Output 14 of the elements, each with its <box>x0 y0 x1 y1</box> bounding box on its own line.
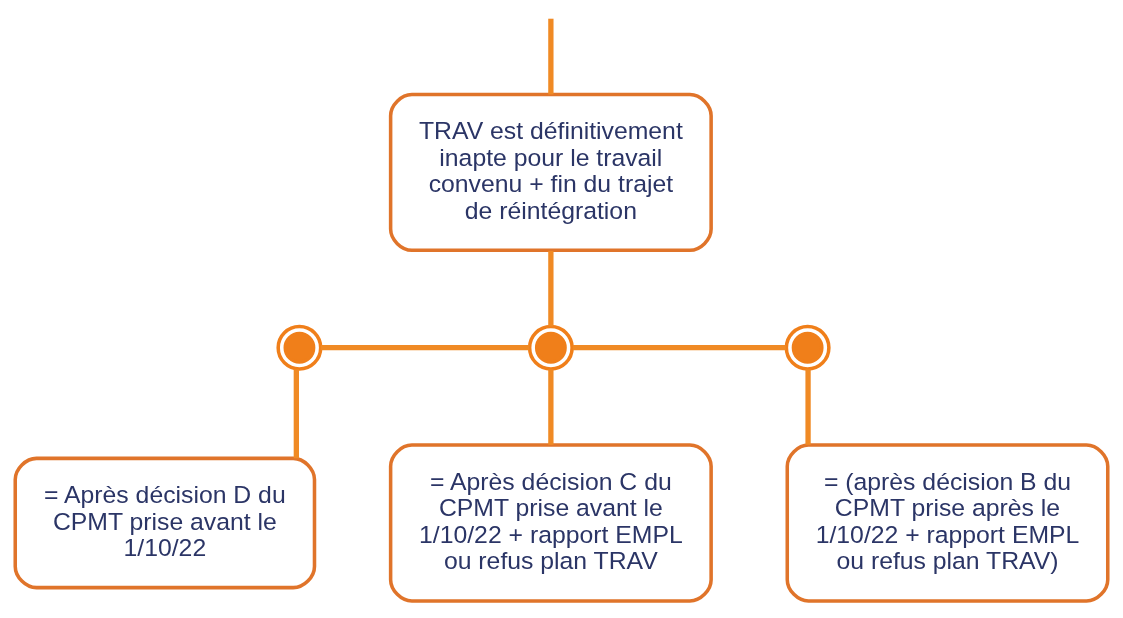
node-circle <box>784 324 831 371</box>
node-circle <box>527 324 574 371</box>
connector <box>548 369 554 445</box>
node-box: = Après décision D du CPMT prise avant le 1/10/22 <box>13 456 317 590</box>
connector <box>293 369 299 459</box>
connector <box>805 369 811 445</box>
node-circle <box>276 324 323 371</box>
connector <box>548 18 554 95</box>
connector <box>548 250 554 327</box>
connector <box>572 345 786 351</box>
node-box: TRAV est définitivement inapte pour le travail convenu + fin du trajet de réintégration <box>388 92 713 253</box>
node-box: = Après décision C du CPMT prise avant le 1/10/22 + rapport EMPL ou refus plan TRAV <box>388 443 713 603</box>
node-box: = (après décision B du CPMT prise après le 1/10/22 + rapport EMPL ou refus plan TRAV) <box>785 443 1110 603</box>
connector <box>320 345 530 351</box>
